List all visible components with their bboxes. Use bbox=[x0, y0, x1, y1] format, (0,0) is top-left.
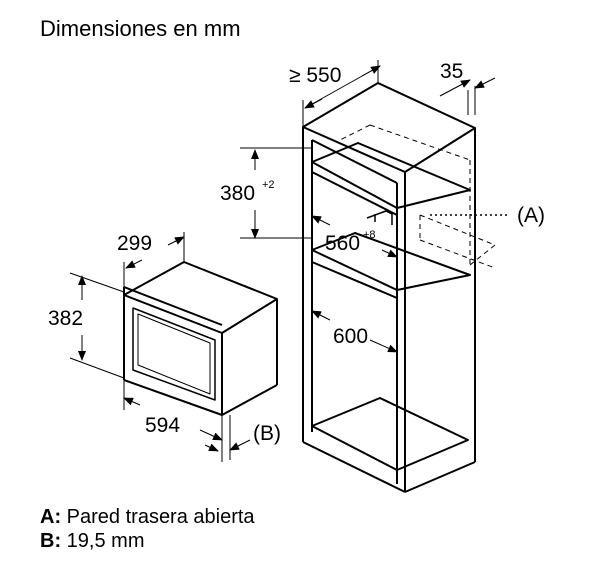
legend-text-a: Pared trasera abierta bbox=[66, 506, 255, 528]
label-a: (A) bbox=[517, 204, 545, 227]
label-niche-width: 560 bbox=[325, 232, 360, 255]
label-niche-height: 380 bbox=[220, 182, 255, 205]
label-oven-width: 594 bbox=[145, 414, 180, 437]
label-depth-min: ≥ 550 bbox=[289, 64, 341, 87]
dimension-labels: ≥ 550 35 380 +2 560 +8 600 (A) 299 382 5… bbox=[48, 60, 545, 445]
dimension-lines bbox=[69, 60, 510, 462]
legend-item-a: A: Pared trasera abierta bbox=[40, 505, 255, 529]
legend-key-a: A: bbox=[40, 506, 62, 528]
legend-text-b: 19,5 mm bbox=[66, 530, 145, 552]
hidden-edges bbox=[339, 124, 496, 269]
label-b: (B) bbox=[253, 422, 281, 445]
legend-item-b: B: 19,5 mm bbox=[40, 529, 144, 553]
label-niche-depth: 600 bbox=[333, 325, 368, 348]
cabinet-outline bbox=[302, 82, 476, 493]
label-oven-depth: 299 bbox=[117, 232, 152, 255]
legend-key-b: B: bbox=[40, 530, 62, 552]
label-niche-height-tol: +2 bbox=[262, 179, 275, 191]
label-oven-height: 382 bbox=[48, 307, 83, 330]
label-side-gap: 35 bbox=[440, 60, 463, 83]
label-niche-width-tol: +8 bbox=[363, 229, 376, 241]
page-title: Dimensiones en mm bbox=[40, 16, 241, 41]
mounting-bracket bbox=[366, 210, 393, 225]
oven-outline bbox=[123, 261, 278, 416]
